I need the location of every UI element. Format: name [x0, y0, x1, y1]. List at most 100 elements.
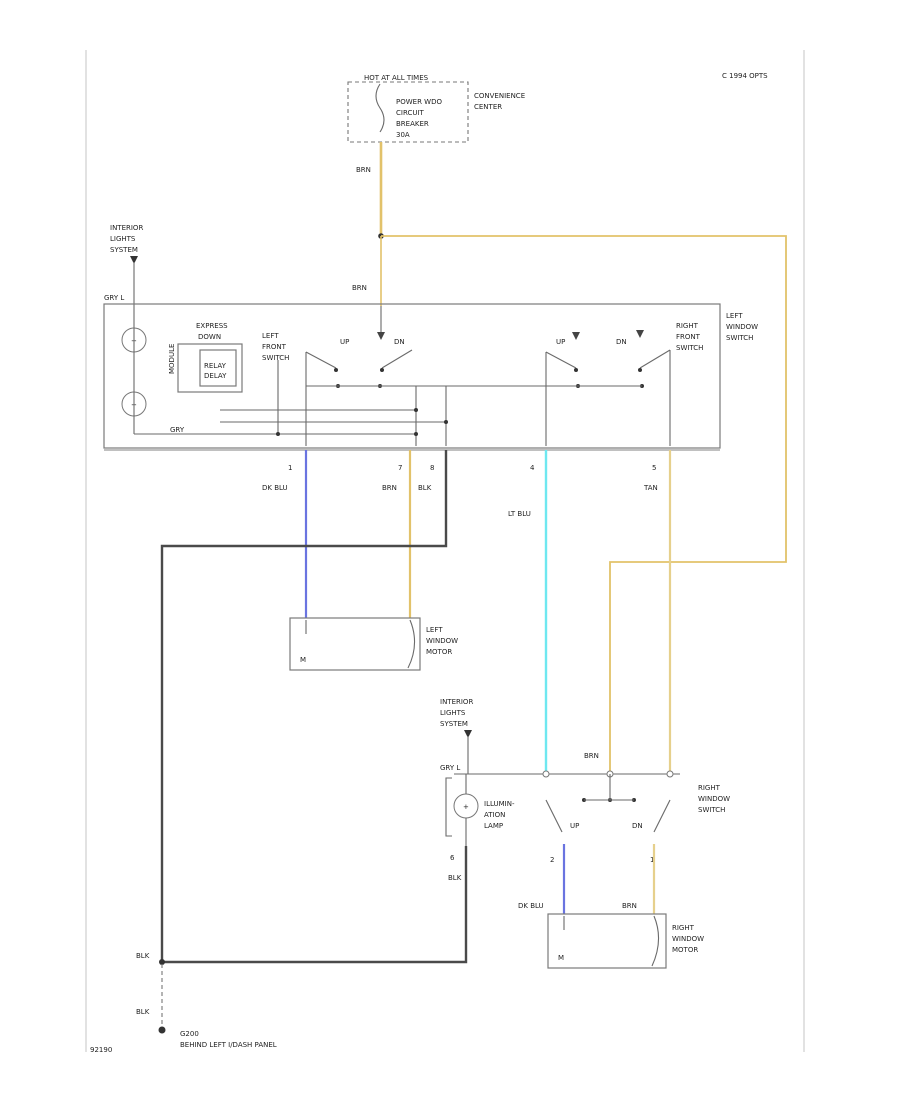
right-switch-arm-dn — [639, 349, 671, 369]
express-module-box — [177, 343, 243, 393]
illumination-lamp-mark: + — [463, 803, 469, 811]
rs-pin-1-label: 1 — [650, 856, 654, 864]
hot-at-all-times: HOT AT ALL TIMES — [364, 74, 429, 82]
bus-node-3 — [414, 408, 418, 412]
left-window-switch-label-0: LEFT — [726, 312, 743, 320]
right-window-motor-box — [547, 913, 667, 969]
right-switch-arm-up — [545, 351, 577, 369]
right-window-motor-label-0: RIGHT — [672, 924, 695, 932]
ground-icon — [158, 1026, 166, 1034]
dk-blu-label-2: DK BLU — [518, 902, 544, 910]
right-window-motor-label-1: WINDOW — [672, 935, 704, 943]
right-window-switch-label-2: SWITCH — [698, 806, 725, 814]
blk-label-4: BLK — [136, 1008, 150, 1016]
breaker-label-3: 30A — [396, 131, 410, 139]
left-front-switch-label-2: SWITCH — [262, 354, 289, 362]
left-switch-arm-up — [305, 351, 337, 369]
brn-label-3: BRN — [622, 902, 637, 910]
convenience-center-label-1: CENTER — [474, 103, 502, 111]
right-conn-tan — [666, 770, 674, 778]
rs-dn-label: DN — [632, 822, 643, 830]
bus-node-4 — [444, 420, 448, 424]
breaker-label-0: POWER WDO — [396, 98, 442, 106]
ground-label-0: G200 — [180, 1030, 199, 1038]
bus-node-1 — [276, 432, 280, 436]
left-contact-a — [334, 368, 338, 372]
pin-7-label: 7 — [398, 464, 402, 472]
left-window-motor-label-2: MOTOR — [426, 648, 452, 656]
pin-8-label: 8 — [430, 464, 434, 472]
ground-label-1: BEHIND LEFT I/DASH PANEL — [180, 1041, 277, 1049]
gry-l-label: GRY L — [104, 294, 124, 302]
blk-ground-wire-lamp — [162, 846, 468, 964]
interior-lights-2-label-2: SYSTEM — [440, 720, 468, 728]
right-up-label: UP — [556, 338, 565, 346]
rs-up-label: UP — [570, 822, 579, 830]
interior-lights-1-terminal — [130, 256, 138, 264]
corner-ref: C 1994 OPTS — [722, 72, 768, 80]
lamp-bus-label: GRY — [170, 426, 185, 434]
interior-lights-1-label-2: SYSTEM — [110, 246, 138, 254]
pin-4-label: 4 — [530, 464, 535, 472]
right-conn-lt-blu — [542, 770, 550, 778]
left-front-switch-label-1: FRONT — [262, 343, 287, 351]
right-window-motor-label-2: MOTOR — [672, 946, 698, 954]
right-switch-brn-label: BRN — [584, 752, 599, 760]
rs-pin-2-label: 2 — [550, 856, 554, 864]
brn-label-2: BRN — [382, 484, 397, 492]
interior-lights-2-label-0: INTERIOR — [440, 698, 473, 706]
delay-label: DELAY — [204, 372, 227, 380]
module-label: MODULE — [168, 344, 176, 374]
left-window-switch-label-1: WINDOW — [726, 323, 758, 331]
right-dn-label: DN — [616, 338, 627, 346]
blk-label-2: BLK — [448, 874, 462, 882]
breaker-label-1: CIRCUIT — [396, 109, 425, 117]
express-relay-box — [199, 349, 237, 387]
interior-lights-1-label-0: INTERIOR — [110, 224, 143, 232]
interior-lights-1-label-1: LIGHTS — [110, 235, 136, 243]
right-window-switch-label-0: RIGHT — [698, 784, 721, 792]
left-window-motor-box — [289, 617, 421, 671]
left-front-switch-label-0: LEFT — [262, 332, 279, 340]
bus-node-2 — [414, 432, 418, 436]
left-window-motor-label-1: WINDOW — [426, 637, 458, 645]
right-contact-b — [638, 368, 642, 372]
interior-lights-2-terminal — [464, 730, 472, 738]
gry-l-label-2: GRY L — [440, 764, 460, 772]
tan-label: TAN — [643, 484, 658, 492]
breaker-label-2: BREAKER — [396, 120, 429, 128]
left-switch-arm-dn — [381, 349, 413, 369]
right-feed-arrow-2 — [636, 330, 644, 338]
right-feed-arrow-1 — [572, 332, 580, 340]
relay-label: RELAY — [204, 362, 227, 370]
convenience-center-box — [347, 81, 469, 143]
pin-1-label: 1 — [288, 464, 292, 472]
left-up-label: UP — [340, 338, 349, 346]
pin-6-label: 6 — [450, 854, 455, 862]
blk-label-3: BLK — [136, 952, 150, 960]
left-motor-m: M — [300, 656, 306, 664]
blk-ground-wire-main — [160, 450, 448, 962]
right-front-switch-label-2: SWITCH — [676, 344, 703, 352]
express-down-label-1: DOWN — [198, 333, 221, 341]
left-window-switch-label-2: SWITCH — [726, 334, 753, 342]
dk-blu-label: DK BLU — [262, 484, 288, 492]
right-motor-curve — [563, 915, 660, 967]
pin-5-label: 5 — [652, 464, 656, 472]
left-dn-label: DN — [394, 338, 405, 346]
illumination-lamp-label-0: ILLUMIN- — [484, 800, 515, 808]
brn-switch-label: BRN — [352, 284, 367, 292]
rs-arm-dn — [653, 799, 671, 833]
blk-label-1: BLK — [418, 484, 432, 492]
lt-blu-label: LT BLU — [508, 510, 531, 518]
illumination-lamp-label-2: LAMP — [484, 822, 503, 830]
left-window-switch-box — [103, 303, 721, 449]
right-window-switch-label-1: WINDOW — [698, 795, 730, 803]
left-contact-b — [380, 368, 384, 372]
left-feed-arrow — [377, 332, 385, 340]
page-code: 92190 — [90, 1046, 112, 1054]
brn-long-wire — [381, 235, 787, 774]
ground-splice-node — [159, 959, 165, 965]
right-front-switch-label-0: RIGHT — [676, 322, 699, 330]
